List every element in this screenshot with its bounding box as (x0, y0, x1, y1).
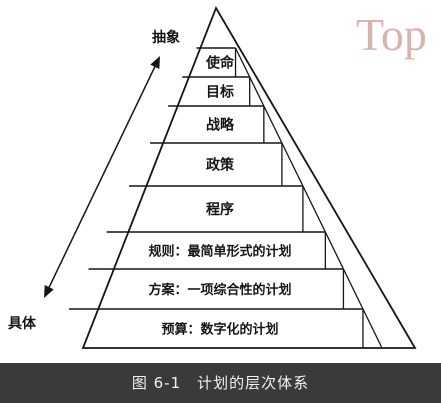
label-top: 抽象 (152, 29, 180, 46)
pyramid: 使命目标战略政策程序规则：最简单形式的计划方案：一项综合性的计划预算：数字化的计… (69, 5, 417, 349)
arrowhead-up (150, 56, 160, 69)
side-diagonal (249, 76, 265, 107)
side-diagonal (234, 47, 251, 78)
side-diagonal (302, 185, 326, 233)
level-label-4: 政策 (206, 157, 235, 174)
level-label-1: 使命 (205, 55, 235, 72)
side-diagonal (362, 308, 383, 349)
side-diagonal (342, 268, 364, 310)
arrow-shaft (45, 61, 159, 293)
abstraction-arrow (44, 56, 160, 298)
side-diagonal (263, 105, 283, 144)
level-label-8: 预算：数字化的计划 (161, 322, 278, 338)
level-label-7: 方案：一项综合性的计划 (148, 282, 291, 298)
label-bottom: 具体 (7, 315, 37, 332)
level-label-2: 目标 (206, 84, 234, 101)
pyramid-outline (81, 5, 417, 349)
figure-caption: 图 6-1 计划的层次体系 (131, 374, 310, 392)
watermark: Top (356, 9, 427, 60)
side-diagonal (281, 142, 304, 187)
side-diagonal (324, 231, 345, 270)
level-label-5: 程序 (206, 201, 234, 218)
arrowhead-down (44, 285, 54, 298)
level-label-6: 规则：最简单形式的计划 (148, 244, 291, 260)
caption-bar (0, 363, 441, 403)
level-label-3: 战略 (206, 117, 235, 134)
